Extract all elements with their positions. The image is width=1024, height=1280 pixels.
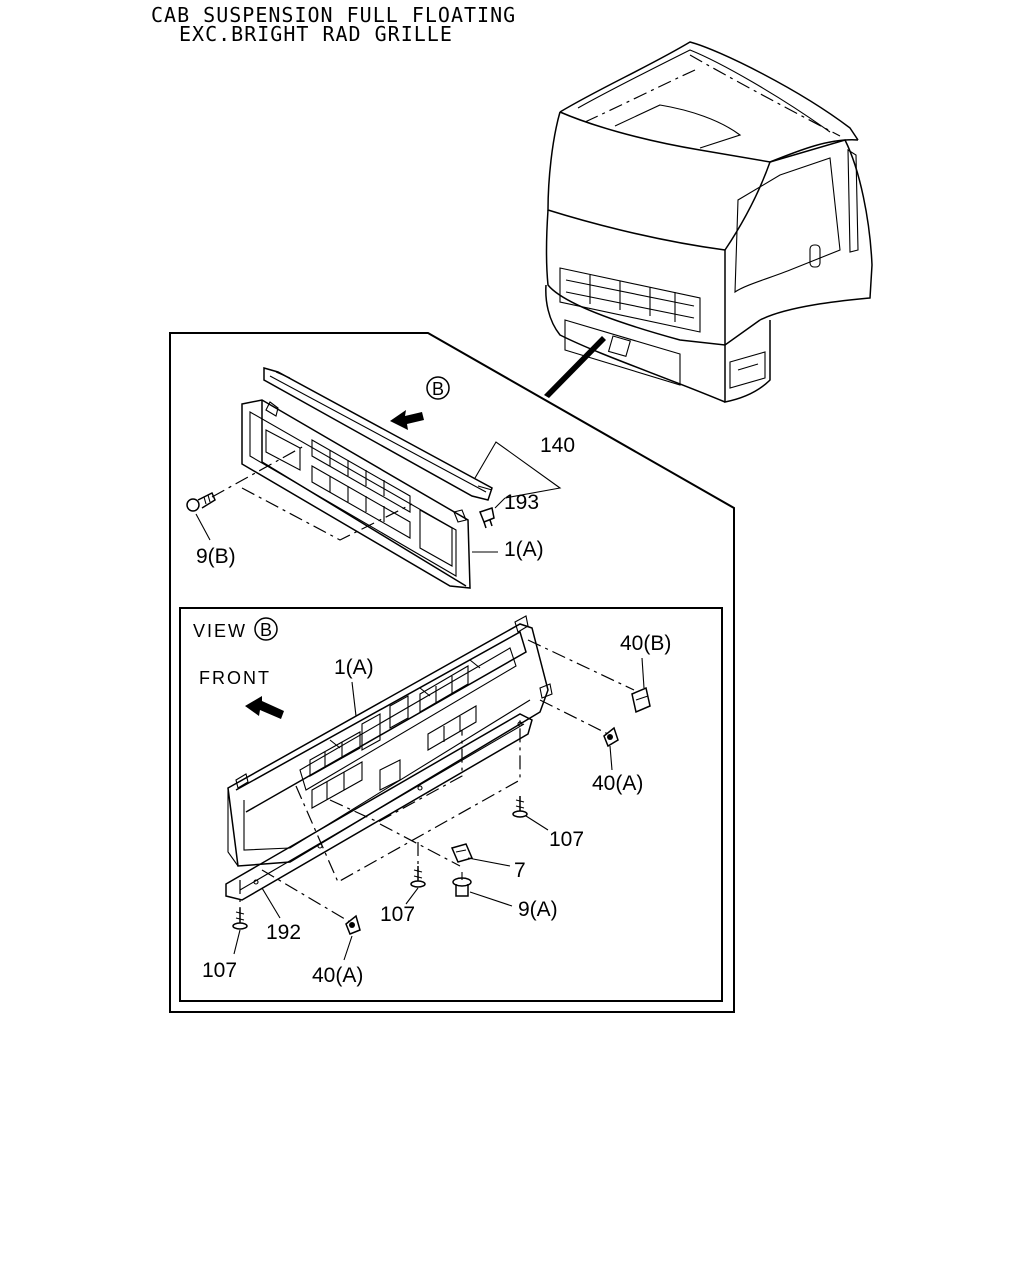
label-1a-view: 1(A) xyxy=(334,656,374,679)
nut-40a-bottom-icon xyxy=(345,914,361,935)
view-marker-circle xyxy=(426,376,450,400)
view-b-frame xyxy=(179,607,723,1002)
label-40a-bottom: 40(A) xyxy=(312,964,363,987)
label-40a-right: 40(A) xyxy=(592,772,643,795)
view-b-title: VIEW xyxy=(193,621,247,641)
front-arrow-icon xyxy=(245,696,284,719)
view-b-marker-letter: B xyxy=(260,620,272,640)
screw-107-mid-icon xyxy=(410,866,426,888)
grille-rear-view xyxy=(225,615,635,923)
grille-assembly-upper: B xyxy=(186,367,562,589)
truck-cab-illustration xyxy=(544,41,873,403)
view-b-marker-circle xyxy=(254,617,278,641)
label-107-right: 107 xyxy=(549,828,584,851)
label-40b: 40(B) xyxy=(620,632,671,655)
view-b-leaders xyxy=(233,657,645,961)
screw-9b-icon xyxy=(186,491,216,512)
label-140: 140 xyxy=(540,434,575,457)
view-direction-arrow xyxy=(390,410,424,430)
label-9b: 9(B) xyxy=(196,545,236,568)
label-9a: 9(A) xyxy=(518,898,558,921)
screw-107-left-icon xyxy=(232,908,248,930)
label-7: 7 xyxy=(514,859,526,882)
clip-40b-icon xyxy=(631,686,651,714)
screw-9a-icon xyxy=(452,872,472,897)
screw-107-right-icon xyxy=(512,796,528,818)
label-107-left: 107 xyxy=(202,959,237,982)
label-107-mid: 107 xyxy=(380,903,415,926)
nut-40a-right-icon xyxy=(603,726,619,748)
label-1a-upper: 1(A) xyxy=(504,538,544,561)
front-label: FRONT xyxy=(199,668,271,688)
header-line-1: CAB SUSPENSION FULL FLOATING xyxy=(151,3,516,27)
view-marker-letter: B xyxy=(432,379,444,399)
label-192: 192 xyxy=(266,921,301,944)
header-line-2: EXC.BRIGHT RAD GRILLE xyxy=(179,22,453,46)
clip-193-icon xyxy=(479,507,495,529)
detail-frame xyxy=(169,332,735,1013)
label-193: 193 xyxy=(504,491,539,514)
nut-7-icon xyxy=(450,843,474,863)
